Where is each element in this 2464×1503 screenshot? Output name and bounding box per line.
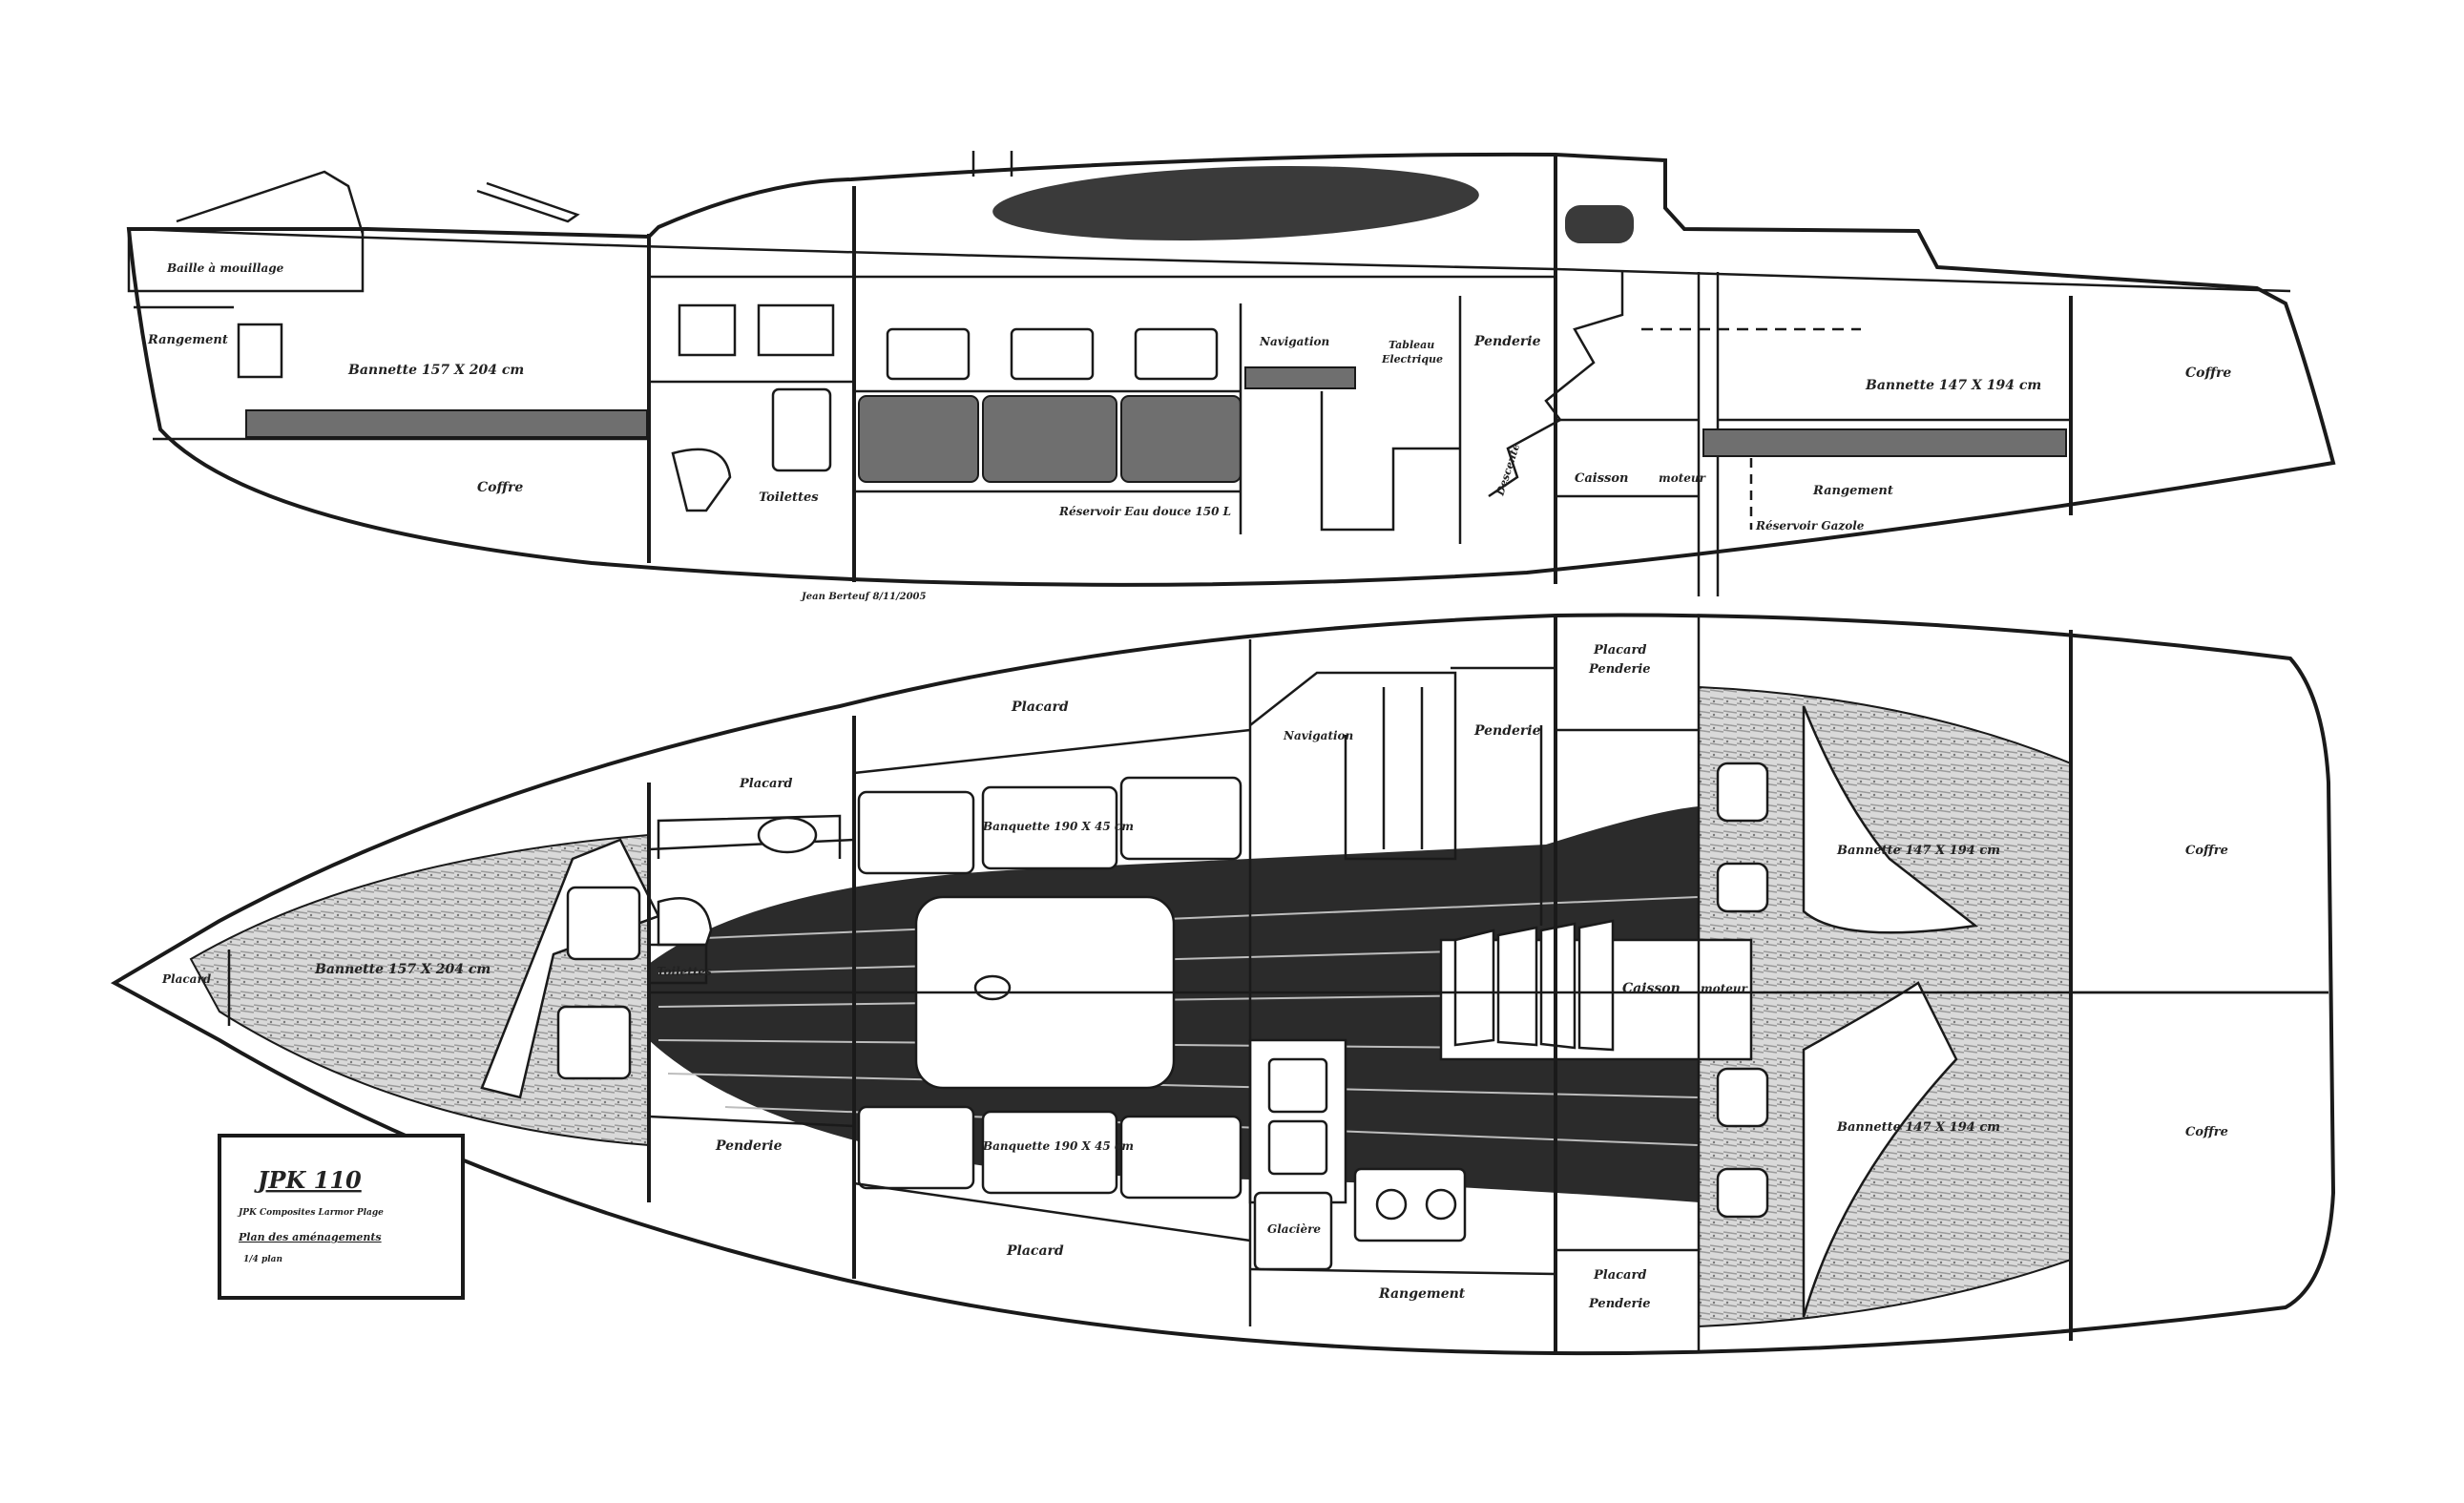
label-bannette-aft-side: Bannette 147 X 194 cm bbox=[1865, 378, 2041, 393]
companionway-steps bbox=[1488, 272, 1624, 498]
forehatch bbox=[476, 181, 580, 223]
side-bannette-fwd bbox=[245, 409, 648, 438]
label-bannette-fwd-plan: Bannette 157 X 204 cm bbox=[314, 962, 491, 977]
label-glaciere: Glacière bbox=[1267, 1222, 1321, 1236]
label-rangement-aft: Rangement bbox=[1812, 484, 1893, 498]
label-descente: Descente bbox=[1493, 442, 1522, 498]
label-coffre-bottom: Coffre bbox=[2185, 1125, 2228, 1139]
side-banquette-2 bbox=[982, 395, 1117, 483]
bow-pulpit bbox=[176, 170, 365, 235]
label-coffre-aft-side: Coffre bbox=[2185, 365, 2231, 381]
plan-labels: Placard Bannette 157 X 204 cm Placard To… bbox=[161, 643, 2228, 1311]
label-reservoir-gazole: Réservoir Gazole bbox=[1755, 519, 1865, 532]
label-penderie-port: Penderie bbox=[715, 1138, 783, 1154]
side-elevation bbox=[126, 151, 2336, 596]
label-placard-top-1: Placard bbox=[1593, 643, 1646, 658]
side-bannette-aft bbox=[1702, 428, 2067, 457]
washbasin bbox=[757, 816, 818, 854]
label-rangement-fwd: Rangement bbox=[147, 333, 228, 347]
label-placard-top: Placard bbox=[1011, 699, 1069, 715]
label-placard-wc: Placard bbox=[739, 777, 792, 791]
label-placard-bottom-1: Placard bbox=[1593, 1268, 1646, 1283]
label-toilettes-side: Toilettes bbox=[759, 491, 819, 505]
side-deck-line bbox=[133, 227, 2291, 293]
label-coffre-fwd: Coffre bbox=[477, 480, 523, 495]
label-navigation-side: Navigation bbox=[1259, 335, 1329, 348]
label-caisson-plan: Caisson bbox=[1622, 981, 1681, 996]
side-banquette-3 bbox=[1120, 395, 1242, 483]
label-caisson-side: Caisson bbox=[1575, 471, 1628, 486]
coachroof-window bbox=[992, 165, 1479, 241]
toilet-bowl-side bbox=[671, 448, 732, 512]
label-banquette-bottom: Banquette 190 X 45 cm bbox=[982, 1139, 1134, 1153]
label-tableau: Tableau bbox=[1389, 339, 1434, 351]
label-penderie-bottom-2: Penderie bbox=[1588, 1297, 1651, 1311]
plan-hull-outline bbox=[110, 613, 2336, 1356]
side-labels: Baille à mouillage Rangement Bannette 15… bbox=[147, 261, 2231, 602]
stove bbox=[1353, 1167, 1467, 1242]
label-moteur-side: moteur bbox=[1659, 471, 1707, 485]
label-toilettes-plan: Toilettes bbox=[657, 965, 712, 978]
title-block-line2: Plan des aménagements bbox=[238, 1231, 382, 1243]
title-block-line3: 1/4 plan bbox=[243, 1255, 282, 1264]
label-navigation-plan: Navigation bbox=[1283, 729, 1353, 742]
label-placard-bow: Placard bbox=[161, 972, 212, 986]
label-signature: Jean Berteuf 8/11/2005 bbox=[800, 592, 926, 602]
toilet-bowl-plan bbox=[657, 897, 713, 947]
label-bannette-aft-top: Bannette 147 X 194 cm bbox=[1836, 844, 2000, 858]
label-placard-bottom: Placard bbox=[1006, 1243, 1064, 1259]
label-penderie-nav: Penderie bbox=[1473, 723, 1541, 739]
title-block-line1: JPK Composites Larmor Plage bbox=[237, 1208, 384, 1218]
label-bannette-fwd-side: Bannette 157 X 204 cm bbox=[347, 363, 524, 378]
side-banquette-1 bbox=[858, 395, 979, 483]
label-penderie-side: Penderie bbox=[1473, 334, 1541, 349]
title-block: JPK 110 JPK Composites Larmor Plage Plan… bbox=[218, 1134, 465, 1300]
label-moteur-plan: moteur bbox=[1701, 982, 1749, 995]
side-hull-outline bbox=[126, 152, 2336, 587]
label-baille: Baille à mouillage bbox=[166, 261, 284, 275]
label-banquette-top: Banquette 190 X 45 cm bbox=[982, 820, 1134, 833]
label-electrique: Electrique bbox=[1381, 353, 1443, 365]
label-rangement-plan: Rangement bbox=[1378, 1286, 1466, 1302]
aft-port-light bbox=[1565, 205, 1634, 243]
label-coffre-top: Coffre bbox=[2185, 844, 2228, 858]
title-block-title: JPK 110 bbox=[254, 1166, 362, 1194]
label-bannette-aft-bottom: Bannette 147 X 194 cm bbox=[1836, 1120, 2000, 1135]
plan-view bbox=[110, 613, 2336, 1356]
label-penderie-top-2: Penderie bbox=[1588, 662, 1651, 677]
label-reservoir-eau: Réservoir Eau douce 150 L bbox=[1058, 505, 1231, 518]
